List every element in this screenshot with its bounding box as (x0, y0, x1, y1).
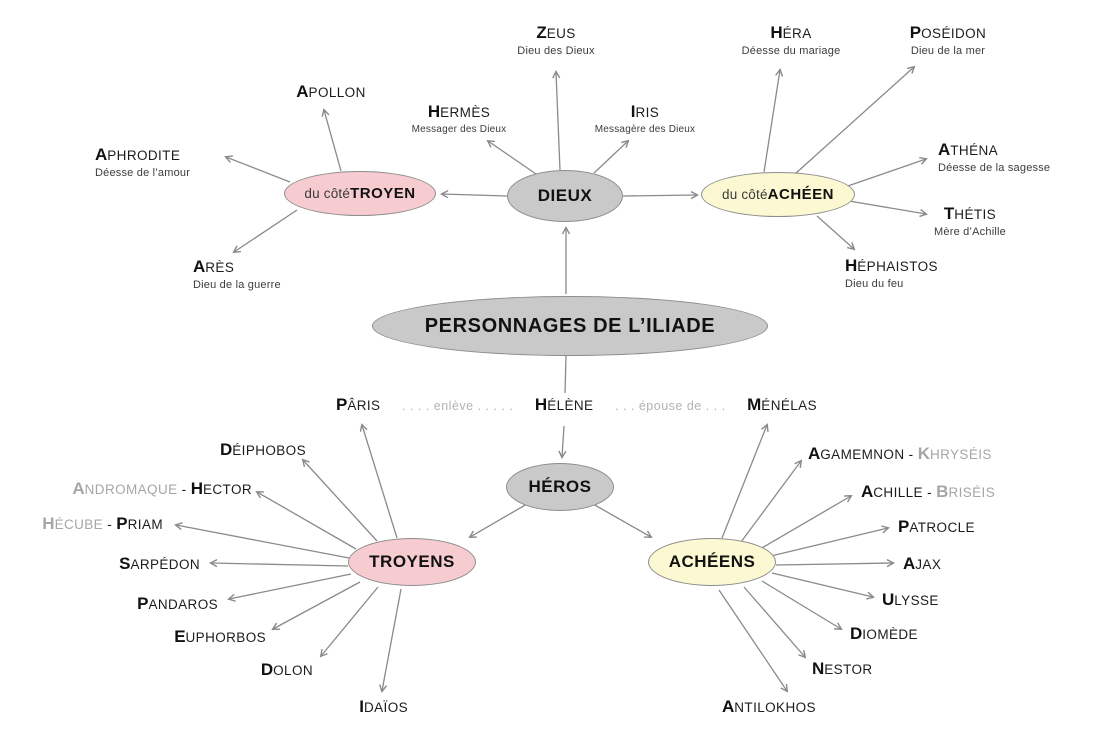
god-ares: ARÈS Dieu de la guerre (193, 257, 281, 291)
god-iris: IRIS Messagère des Dieux (594, 102, 696, 135)
arrow (303, 460, 378, 542)
arrow (382, 588, 402, 691)
hub-cote-acheen: du côté ACHÉEN (701, 172, 855, 217)
hub-cote-troyen-label: TROYEN (350, 185, 416, 202)
god-hephaistos: HÉPHAISTOS Dieu du feu (845, 256, 938, 290)
hub-acheens: ACHÉENS (648, 538, 776, 586)
hero-menelas: MÉNÉLAS (747, 395, 817, 414)
arrow (321, 586, 379, 656)
member-deiphobos: DÉIPHOBOS (219, 440, 306, 459)
relation-row: PÂRIS . . . . enlève . . . . . HÉLÈNE . … (336, 396, 817, 414)
arrow (257, 492, 357, 550)
god-poseidon: POSÉIDON Dieu de la mer (909, 23, 987, 57)
god-aphrodite: APHRODITE Déesse de l’amour (95, 145, 191, 179)
member-sarpedon: SARPÉDON (119, 554, 200, 573)
god-thetis: THÉTIS Mère d’Achille (934, 204, 1006, 238)
arrow (721, 425, 767, 539)
arrow (771, 572, 873, 597)
hub-heros-label: HÉROS (528, 477, 592, 496)
arrow (442, 194, 508, 196)
member-patrocle: PATROCLE (898, 517, 975, 536)
arrow (324, 110, 342, 172)
god-athena: ATHÉNA Déesse de la sagesse (938, 140, 1051, 174)
hub-heros: HÉROS (506, 463, 614, 511)
arrow (176, 525, 350, 559)
arrow (740, 461, 801, 543)
arrow (761, 580, 841, 629)
arrow (763, 70, 780, 173)
arrow (622, 195, 697, 196)
member-nestor: NESTOR (812, 659, 873, 678)
arrow (759, 496, 851, 550)
hub-dieux: DIEUX (507, 170, 623, 222)
hub-cote-troyen: du côté TROYEN (284, 171, 436, 216)
arrow (273, 581, 361, 629)
arrow (775, 563, 893, 565)
arrow (226, 157, 291, 183)
arrow (844, 159, 926, 188)
hub-dieux-label: DIEUX (537, 186, 593, 205)
name-separator: - (904, 447, 918, 462)
hub-troyens-label: TROYENS (369, 552, 455, 571)
arrow (234, 209, 298, 252)
member-idaios: IDAÏOS (359, 697, 408, 716)
god-zeus: ZEUS Dieu des Dieux (517, 23, 595, 57)
arrow (718, 589, 787, 691)
relation-epouse-de: . . . épouse de . . . (615, 399, 726, 413)
member-achille-briseis: ACHILLE - BRISÉIS (861, 482, 996, 501)
member-andromaque-hector: ANDROMAQUE - HECTOR (72, 479, 252, 498)
arrow (848, 200, 926, 214)
name-separator: - (177, 482, 191, 497)
arrow (211, 563, 349, 566)
arrow (229, 573, 352, 599)
member-hecube-priam: HÉCUBE - PRIAM (42, 514, 163, 533)
member-ajax: AJAX (903, 554, 942, 573)
arrow (564, 355, 567, 394)
member-euphorbos: EUPHORBOS (174, 627, 266, 646)
hero-paris: PÂRIS (336, 395, 381, 414)
god-hermes: HERMÈS Messager des Dieux (411, 102, 507, 135)
member-antilokhos: ANTILOKHOS (722, 697, 816, 716)
hub-cote-troyen-prefix: du côté (304, 186, 351, 201)
name-separator: - (103, 517, 117, 532)
member-ulysse: ULYSSE (882, 590, 939, 609)
member-pandaros: PANDAROS (137, 594, 218, 613)
god-hera: HÉRA Déesse du mariage (741, 23, 841, 57)
arrow (593, 141, 628, 174)
hub-cote-acheen-label: ACHÉEN (767, 186, 835, 203)
hub-cote-acheen-prefix: du côté (721, 187, 768, 202)
hero-helene: HÉLÈNE (534, 395, 594, 414)
name-separator: - (922, 485, 937, 500)
arrow (556, 72, 561, 171)
arrow (488, 141, 537, 175)
hub-personnages: PERSONNAGES DE L’ILIADE (372, 296, 768, 356)
relation-enleve: . . . . enlève . . . . . (402, 399, 514, 413)
member-dolon: DOLON (260, 660, 313, 679)
arrow (794, 67, 914, 175)
hub-acheens-label: ACHÉENS (668, 552, 756, 571)
arrow (592, 503, 651, 537)
arrow (362, 425, 398, 539)
arrow (470, 503, 528, 537)
member-agamemnon-khryseis: AGAMEMNON - KHRYSÉIS (808, 444, 992, 463)
arrow (743, 586, 805, 657)
god-apollon: APOLLON (296, 82, 366, 101)
arrow (562, 425, 564, 457)
page-title: PERSONNAGES DE L’ILIADE (424, 314, 716, 337)
arrow (770, 528, 888, 557)
hub-troyens: TROYENS (348, 538, 476, 586)
member-diomede: DIOMÈDE (850, 624, 918, 643)
arrow (816, 215, 854, 249)
